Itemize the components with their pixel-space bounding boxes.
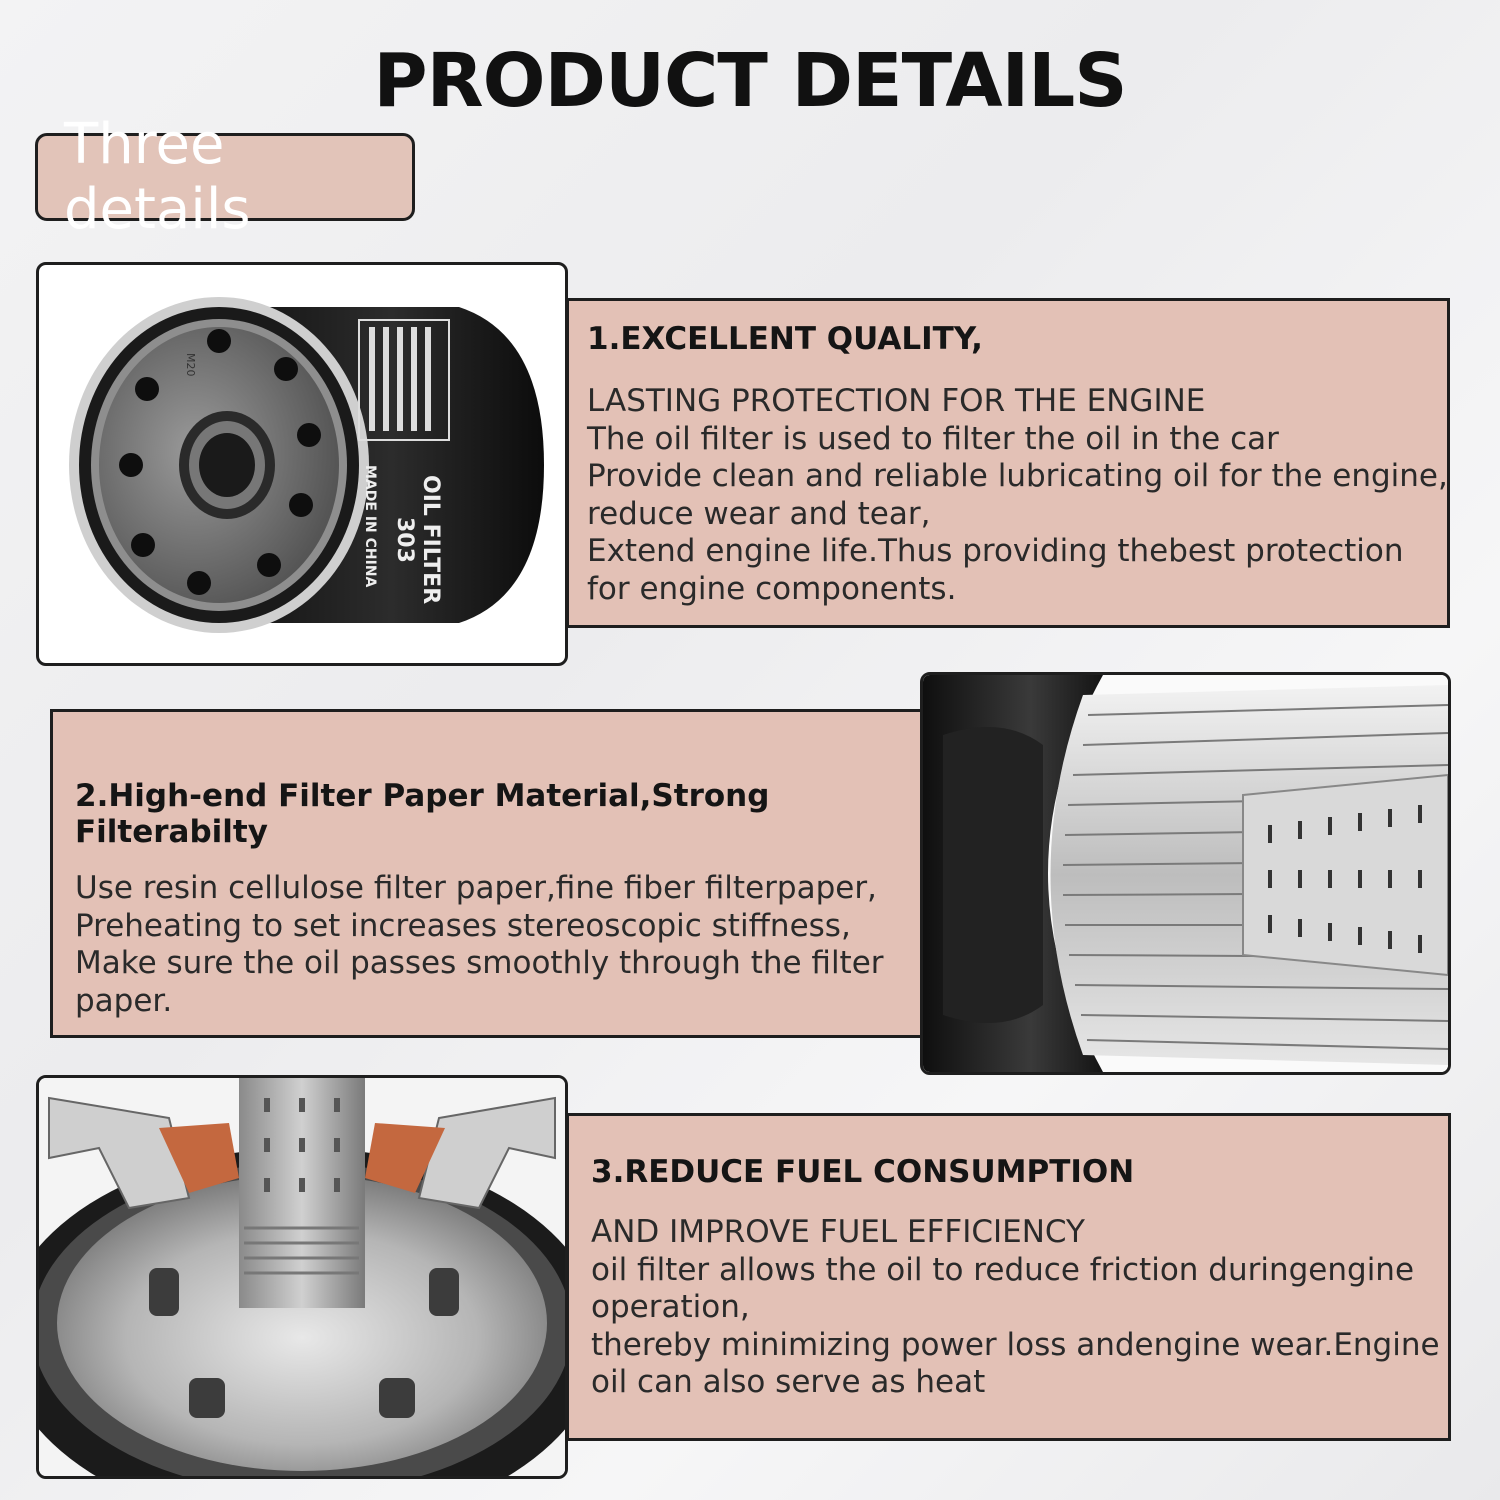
detail-text-1: LASTING PROTECTION FOR THE ENGINE The oi… (587, 383, 1448, 608)
detail-line: paper. (75, 982, 173, 1019)
detail-text-3: AND IMPROVE FUEL EFFICIENCY oil filter a… (591, 1214, 1440, 1402)
detail-line: operation, (591, 1289, 750, 1325)
detail-line: LASTING PROTECTION FOR THE ENGINE (587, 383, 1206, 419)
detail-line: oil filter allows the oil to reduce fric… (591, 1251, 1415, 1288)
detail-line: Make sure the oil passes smoothly throug… (75, 945, 884, 981)
section-tag-label: Three details (64, 112, 251, 242)
page-title: PRODUCT DETAILS (373, 38, 1127, 124)
detail-line: The oil filter is used to filter the oil… (587, 420, 1279, 457)
oil-filter-photo: OIL FILTER 303 MADE IN CHINA M20 (36, 262, 568, 666)
product-label-number: 303 (392, 517, 417, 563)
detail-panel-2: 2.High-end Filter Paper Material,Strong … (50, 709, 923, 1038)
filter-paper-cutaway-photo (920, 672, 1451, 1075)
section-tag: Three details (35, 112, 415, 242)
product-label-name: OIL FILTER (418, 475, 443, 604)
detail-text-2: Use resin cellulose filter paper,fine fi… (75, 870, 900, 1020)
detail-line: Provide clean and reliable lubricating o… (587, 458, 1448, 494)
detail-heading-1: 1.EXCELLENT QUALITY, (587, 321, 983, 357)
detail-line: for engine components. (587, 570, 957, 607)
detail-line: Extend engine life.Thus providing thebes… (587, 533, 1404, 569)
detail-line: oil can also serve as heat (591, 1364, 986, 1400)
detail-line: thereby minimizing power loss andengine … (591, 1326, 1440, 1363)
detail-panel-3: 3.REDUCE FUEL CONSUMPTION AND IMPROVE FU… (566, 1113, 1451, 1441)
detail-panel-1: 1.EXCELLENT QUALITY, LASTING PROTECTION … (566, 298, 1450, 628)
detail-line: Preheating to set increases stereoscopic… (75, 907, 851, 944)
detail-heading-2: 2.High-end Filter Paper Material,Strong … (75, 778, 770, 850)
detail-line: AND IMPROVE FUEL EFFICIENCY (591, 1214, 1085, 1250)
detail-line: Use resin cellulose filter paper,fine fi… (75, 870, 877, 906)
product-label-thread: M20 (184, 353, 197, 377)
detail-heading-3: 3.REDUCE FUEL CONSUMPTION (591, 1154, 1135, 1190)
detail-line: reduce wear and tear, (587, 495, 931, 532)
filter-base-cutaway-photo (36, 1075, 568, 1479)
product-label-origin: MADE IN CHINA (362, 465, 378, 588)
